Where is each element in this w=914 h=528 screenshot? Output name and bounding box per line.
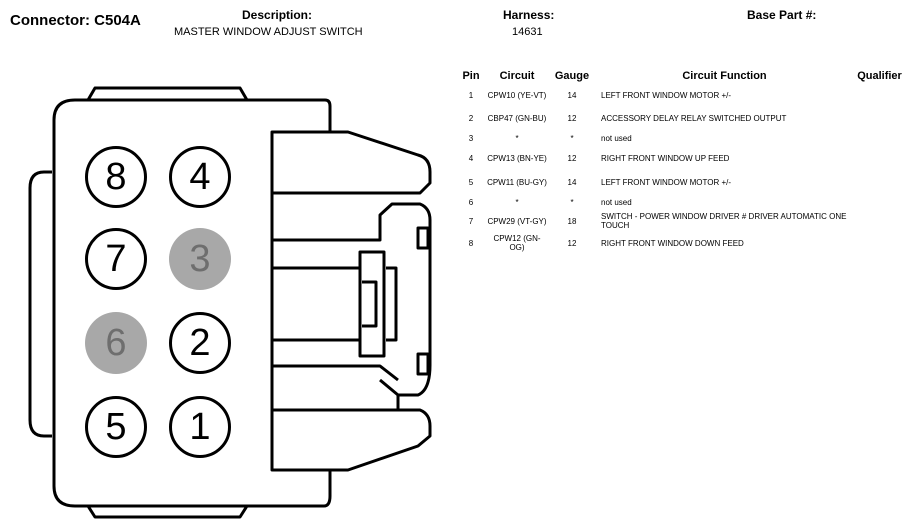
bottom-ridge (86, 505, 249, 519)
qualifier-header: Qualifier (857, 70, 902, 82)
function-cell: RIGHT FRONT WINDOW DOWN FEED (601, 238, 744, 248)
base-part-label: Base Part #: (747, 8, 817, 22)
pin-number: 8 (105, 155, 127, 198)
gauge-header: Gauge (554, 70, 590, 82)
pin-cell: 4 (468, 153, 474, 163)
pin-table: Pin Circuit Gauge Circuit Function Quali… (455, 68, 907, 254)
circuit-cell: CPW13 (BN-YE) (487, 153, 547, 163)
harness-label: Harness: (503, 8, 555, 22)
qualifier-cell (852, 84, 907, 106)
gauge-cell: * (570, 197, 574, 207)
pin-cell: 1 (468, 90, 474, 100)
circuit-cell: CPW10 (YE-VT) (487, 90, 547, 100)
pin-cell: 7 (468, 216, 474, 226)
pin-number: 5 (105, 405, 127, 448)
circuit-cell: * (515, 133, 519, 143)
table-row: 4 CPW13 (BN-YE) 12 RIGHT FRONT WINDOW UP FE… (455, 146, 907, 170)
qualifier-cell (852, 170, 907, 194)
pin-number: 2 (189, 321, 211, 364)
pin-grid: 8 4 7 3 6 2 5 1 (85, 146, 255, 466)
pin-circle-6: 6 (85, 312, 147, 374)
table-row: 8 CPW12 (GN-OG) 12 RIGHT FRONT WINDOW DOWN … (455, 232, 907, 254)
circuit-cell: * (515, 197, 519, 207)
qualifier-cell (852, 194, 907, 210)
pin-number: 7 (105, 237, 127, 280)
pin-circle-8: 8 (85, 146, 147, 208)
pin-number: 1 (189, 405, 211, 448)
table-row: 7 CPW29 (VT-GY) 18 SWITCH - POWER WINDOW DR… (455, 210, 907, 232)
function-cell: RIGHT FRONT WINDOW UP FEED (601, 153, 730, 163)
gauge-cell: 12 (567, 113, 577, 123)
pin-cell: 2 (468, 113, 474, 123)
gauge-cell: 14 (567, 177, 577, 187)
gauge-cell: 12 (567, 238, 577, 248)
top-ridge (86, 86, 249, 101)
qualifier-cell (852, 130, 907, 146)
gauge-cell: 18 (567, 216, 577, 226)
function-cell: LEFT FRONT WINDOW MOTOR +/- (601, 177, 731, 187)
function-cell: SWITCH - POWER WINDOW DRIVER # DRIVER AU… (601, 212, 847, 230)
circuit-cell: CPW11 (BU-GY) (487, 177, 547, 187)
pin-circle-3: 3 (169, 228, 231, 290)
connector-body (52, 98, 332, 508)
gauge-cell: 14 (567, 90, 577, 100)
pin-circle-2: 2 (169, 312, 231, 374)
upper-lock-tab (272, 130, 432, 195)
circuit-cell: CPW29 (VT-GY) (487, 216, 547, 226)
pin-cell: 6 (468, 197, 474, 207)
pin-number: 6 (105, 321, 127, 364)
pin-cell: 5 (468, 177, 474, 187)
table-row: 6 * * not used (455, 194, 907, 210)
harness-value: 14631 (512, 26, 543, 38)
qualifier-cell (852, 106, 907, 130)
pin-circle-5: 5 (85, 396, 147, 458)
right-shroud (272, 202, 432, 397)
table-row: 3 * * not used (455, 130, 907, 146)
pin-circle-1: 1 (169, 396, 231, 458)
function-cell: ACCESSORY DELAY RELAY SWITCHED OUTPUT (601, 113, 787, 123)
description-value: MASTER WINDOW ADJUST SWITCH (174, 26, 363, 38)
pin-cell: 8 (468, 238, 474, 248)
qualifier-cell (852, 232, 907, 254)
description-label: Description: (242, 8, 313, 22)
connector-face-diagram (28, 86, 432, 519)
table-row: 5 CPW11 (BU-GY) 14 LEFT FRONT WINDOW MOTOR … (455, 170, 907, 194)
pin-header: Pin (462, 70, 480, 82)
left-latch (28, 170, 52, 438)
pin-circle-4: 4 (169, 146, 231, 208)
pin-circle-7: 7 (85, 228, 147, 290)
pin-number: 4 (189, 155, 211, 198)
connector-title: Connector: C504A (10, 12, 141, 29)
center-latch (272, 250, 386, 358)
function-header: Circuit Function (682, 70, 767, 82)
circuit-header: Circuit (499, 70, 535, 82)
function-cell: not used (601, 133, 632, 143)
gauge-cell: * (570, 133, 574, 143)
qualifier-cell (852, 146, 907, 170)
function-cell: not used (601, 197, 632, 207)
table-row: 1 CPW10 (YE-VT) 14 LEFT FRONT WINDOW MOTOR … (455, 84, 907, 106)
table-row: 2 CBP47 (GN-BU) 12 ACCESSORY DELAY RELAY SW… (455, 106, 907, 130)
function-cell: LEFT FRONT WINDOW MOTOR +/- (601, 90, 731, 100)
qualifier-cell (852, 210, 907, 232)
pin-cell: 3 (468, 133, 474, 143)
pin-number: 3 (189, 237, 211, 280)
circuit-cell: CBP47 (GN-BU) (487, 113, 547, 123)
gauge-cell: 12 (567, 153, 577, 163)
circuit-cell: CPW12 (GN-OG) (493, 234, 541, 252)
lower-lock-tab (272, 408, 432, 472)
